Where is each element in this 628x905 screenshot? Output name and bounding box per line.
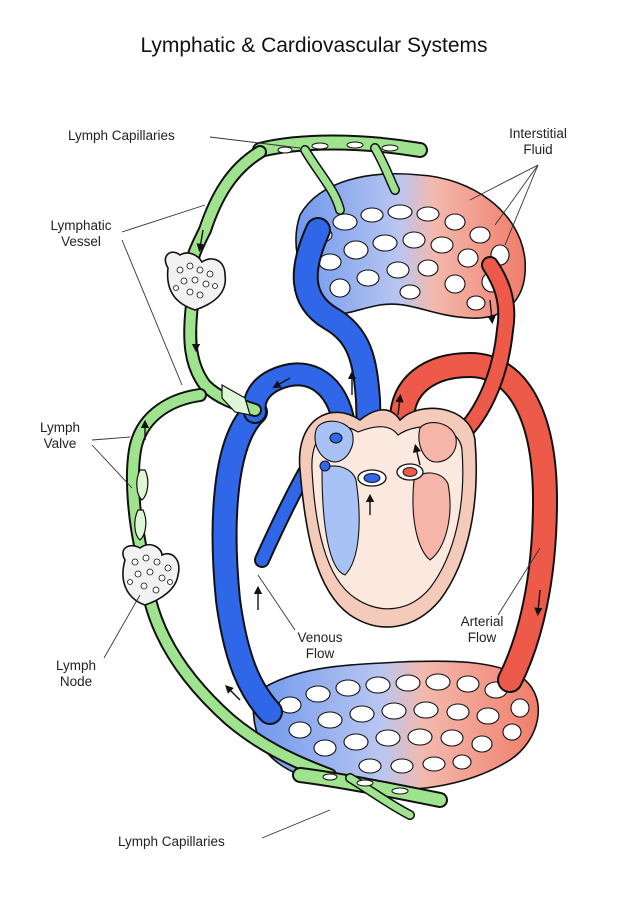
label-venous-flow: Venous Flow (290, 630, 350, 662)
label-lymphatic-vessel-line2: Vessel (61, 234, 101, 249)
label-interstitial-fluid: Interstitial Fluid (488, 126, 588, 158)
bottom-capillary-bed (252, 660, 540, 792)
label-lymphatic-vessel: Lymphatic Vessel (36, 218, 126, 250)
lymph-valves (134, 383, 251, 541)
label-lymph-node: Lymph Node (44, 658, 108, 690)
label-lymph-valve-line1: Lymph (39, 420, 81, 435)
label-leader-lines (91, 136, 541, 839)
top-lymph-capillary-mesh (277, 141, 399, 154)
label-lymph-node-line2: Node (59, 674, 93, 689)
label-interstitial-fluid-line1: Interstitial (509, 126, 567, 141)
label-venous-flow-line1: Venous (297, 630, 343, 645)
bottom-lymph-capillary-mesh (322, 773, 409, 795)
arterial-vessels (389, 256, 559, 693)
lymph-node-lower (122, 543, 180, 606)
label-lymph-valve-line2: Valve (43, 436, 77, 451)
label-arterial-flow-line1: Arterial (460, 614, 504, 629)
lymph-node-upper (164, 251, 226, 311)
label-arterial-flow: Arterial Flow (448, 614, 516, 646)
top-capillary-bed (295, 172, 526, 319)
venous-vessels (211, 217, 383, 725)
heart (298, 407, 478, 628)
label-interstitial-fluid-line2: Fluid (523, 142, 553, 157)
label-lymph-capillaries-bottom: Lymph Capillaries (118, 834, 225, 849)
label-venous-flow-line2: Flow (305, 646, 335, 661)
label-lymphatic-vessel-line1: Lymphatic (50, 218, 112, 233)
label-lymph-valve: Lymph Valve (28, 420, 92, 452)
label-lymph-capillaries-top: Lymph Capillaries (68, 128, 175, 143)
diagram-title: Lymphatic & Cardiovascular Systems (140, 34, 488, 57)
flow-arrows (140, 229, 543, 701)
label-arterial-flow-line2: Flow (467, 630, 497, 645)
label-lymph-node-line1: Lymph (55, 658, 97, 673)
